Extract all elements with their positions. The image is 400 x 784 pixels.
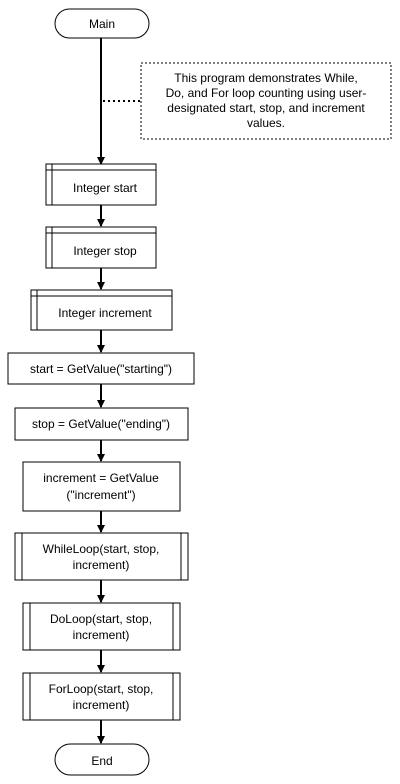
comment-line-4: values.: [247, 116, 285, 130]
declaration-stop[interactable]: Integer stop: [45, 226, 157, 269]
call-doloop-line-1: DoLoop(start, stop,: [50, 612, 152, 626]
comment-line-1: This program demonstrates While,: [174, 71, 357, 85]
call-doloop[interactable]: DoLoop(start, stop, increment): [22, 602, 181, 651]
comment-line-3: designated start, stop, and increment: [167, 101, 365, 115]
call-whileloop[interactable]: WhileLoop(start, stop, increment): [14, 532, 189, 581]
call-forloop[interactable]: ForLoop(start, stop, increment): [22, 672, 181, 721]
end-terminal-label: End: [91, 754, 112, 768]
call-forloop-line-1: ForLoop(start, stop,: [49, 682, 154, 696]
declaration-stop-label: Integer stop: [73, 244, 137, 258]
end-terminal[interactable]: End: [54, 743, 150, 776]
assignment-increment-line-2: ("increment"): [66, 488, 135, 502]
assignment-increment-line-1: increment = GetValue: [43, 471, 159, 485]
call-doloop-line-2: increment): [73, 628, 130, 642]
declaration-increment-label: Integer increment: [58, 306, 152, 320]
comment-box: This program demonstrates While, Do, and…: [140, 62, 392, 140]
call-whileloop-line-1: WhileLoop(start, stop,: [43, 542, 160, 556]
assignment-start[interactable]: start = GetValue("starting"): [7, 352, 195, 385]
comment-line-2: Do, and For loop counting using user-: [166, 86, 367, 100]
assignment-stop[interactable]: stop = GetValue("ending"): [14, 407, 189, 441]
declaration-start[interactable]: Integer start: [45, 163, 157, 206]
assignment-increment[interactable]: increment = GetValue ("increment"): [22, 461, 181, 512]
start-terminal[interactable]: Main: [54, 8, 150, 39]
call-whileloop-line-2: increment): [73, 558, 130, 572]
declaration-increment[interactable]: Integer increment: [30, 289, 173, 331]
call-forloop-line-2: increment): [73, 698, 130, 712]
assignment-stop-label: stop = GetValue("ending"): [32, 417, 170, 431]
assignment-start-label: start = GetValue("starting"): [30, 362, 172, 376]
start-terminal-label: Main: [89, 17, 115, 31]
declaration-start-label: Integer start: [73, 181, 138, 195]
